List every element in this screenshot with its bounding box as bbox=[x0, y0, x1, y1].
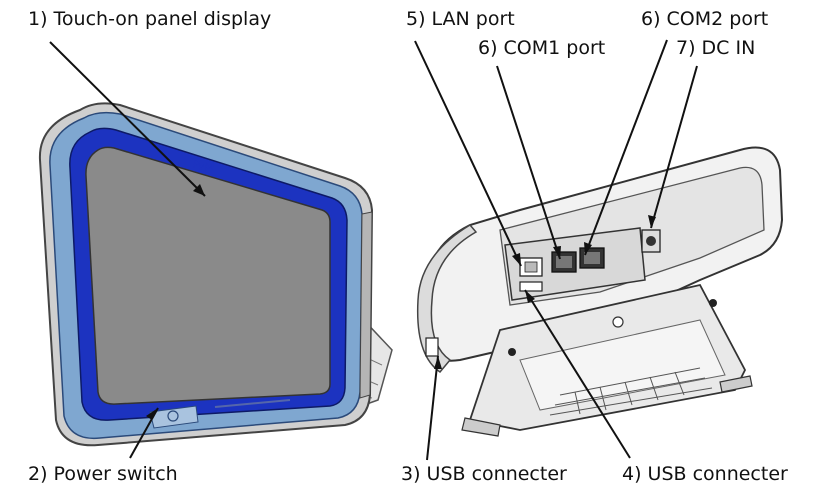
label-touch-panel-display: 1) Touch-on panel display bbox=[28, 8, 272, 30]
power-button bbox=[149, 405, 199, 429]
arrowheads bbox=[146, 184, 656, 420]
power-icon bbox=[167, 410, 179, 422]
usb-port-4 bbox=[519, 281, 543, 292]
label-usb-connecter-4: 4) USB connecter bbox=[622, 463, 788, 485]
label-lan-port: 5) LAN port bbox=[406, 8, 515, 30]
label-dc-in: 7) DC IN bbox=[676, 37, 756, 59]
leader-lines bbox=[49, 39, 698, 461]
usb-port-3 bbox=[425, 337, 439, 357]
label-com2-port: 6) COM2 port bbox=[641, 8, 769, 30]
front-view bbox=[38, 102, 393, 447]
touch-screen bbox=[85, 146, 331, 405]
rear-view bbox=[416, 146, 784, 437]
label-usb-connecter-3: 3) USB connecter bbox=[401, 463, 567, 485]
label-power-switch: 2) Power switch bbox=[28, 463, 178, 485]
label-com1-port: 6) COM1 port bbox=[478, 37, 606, 59]
brand-logo: FyM bbox=[191, 158, 215, 175]
